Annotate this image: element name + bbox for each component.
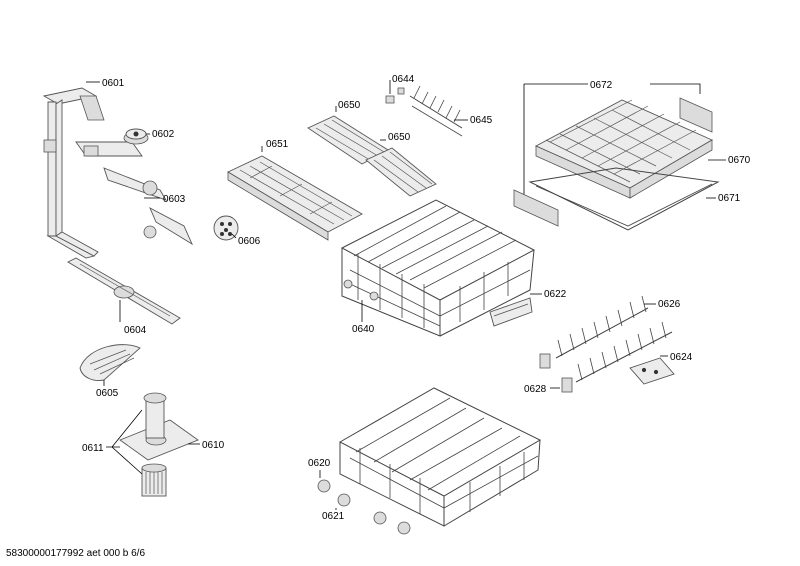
label-0672: 0672 <box>590 80 613 91</box>
part-0626-tine-rows <box>555 295 673 383</box>
label-0624: 0624 <box>670 352 693 363</box>
part-0601-supply-pipe <box>42 87 105 259</box>
part-0611-fine-filter <box>141 463 167 497</box>
part-0628-hinges <box>539 353 573 393</box>
part-0671-drawer-frame <box>513 167 720 231</box>
label-0645: 0645 <box>470 115 493 126</box>
label-0651: 0651 <box>266 139 289 150</box>
label-0621: 0621 <box>322 511 345 522</box>
part-0622-handle <box>489 297 533 327</box>
label-0606: 0606 <box>238 236 261 247</box>
label-0650a: 0650 <box>338 100 361 111</box>
label-0626: 0626 <box>658 299 681 310</box>
label-0671: 0671 <box>718 193 741 204</box>
label-0670: 0670 <box>728 155 751 166</box>
label-0603: 0603 <box>163 194 186 205</box>
label-0640: 0640 <box>352 324 375 335</box>
part-0605-filter <box>79 344 141 381</box>
label-0620: 0620 <box>308 458 331 469</box>
label-0605: 0605 <box>96 388 119 399</box>
part-0620-wheel <box>317 479 331 493</box>
part-0621-wheels <box>337 493 411 535</box>
label-0622: 0622 <box>544 289 567 300</box>
part-0604-spray-arm <box>67 257 181 325</box>
label-0601: 0601 <box>102 78 125 89</box>
label-0650b: 0650 <box>388 132 411 143</box>
label-0644: 0644 <box>392 74 415 85</box>
part-0602-nut <box>123 128 149 145</box>
part-0624-clip-plate <box>629 357 675 385</box>
part-0640-upper-basket <box>340 199 536 337</box>
label-0628: 0628 <box>524 384 547 395</box>
label-0610: 0610 <box>202 440 225 451</box>
part-0603-arm-connector <box>75 141 193 246</box>
document-id-footer: 58300000177992 aet 000 b 6/6 <box>6 548 146 559</box>
label-0602: 0602 <box>152 129 175 140</box>
part-0645-tine-row <box>409 85 463 137</box>
part-0650-cup-shelf-b <box>365 147 437 197</box>
part-0644-clip <box>385 87 405 104</box>
part-0610-flat-filter <box>119 392 199 461</box>
part-0651-cutlery-tray <box>227 155 363 241</box>
part-lower-basket <box>338 387 542 527</box>
label-0604: 0604 <box>124 325 147 336</box>
part-0672-cutlery-drawer <box>534 97 713 199</box>
label-0611: 0611 <box>82 443 104 454</box>
